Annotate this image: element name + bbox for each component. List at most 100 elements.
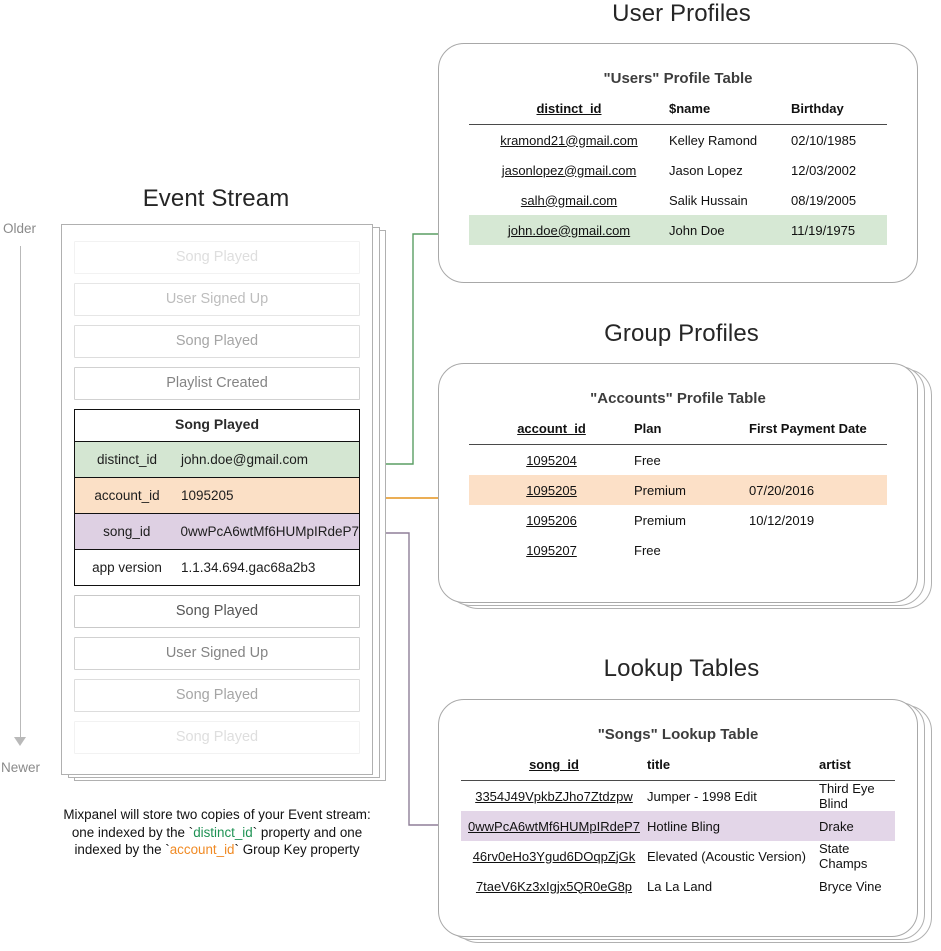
table-row-highlighted[interactable]: 1095205 Premium 07/20/2016 — [469, 475, 887, 505]
table-row[interactable]: 3354J49VpkbZJho7Ztdzpw Jumper - 1998 Edi… — [461, 781, 895, 811]
property-value: 0wwPcA6wtMf6HUMpIRdeP7 — [180, 524, 359, 539]
list-item[interactable]: Playlist Created — [74, 367, 360, 400]
group-profiles-section-title: Group Profiles — [604, 320, 759, 347]
cell-first-payment-date — [749, 445, 887, 476]
songs-lookup-table-card: "Songs" Lookup Table song_id title artis… — [438, 699, 918, 937]
column-header-name: $name — [669, 101, 791, 125]
cell-birthday: 08/19/2005 — [791, 192, 857, 208]
expanded-event-name: Song Played — [174, 416, 260, 432]
songs-lookup-table: song_id title artist 3354J49VpkbZJho7Ztd… — [461, 757, 895, 901]
cell-birthday: 11/19/1975 — [791, 215, 887, 245]
event-property-row-app-version: app version 1.1.34.694.gac68a2b3 — [75, 549, 359, 585]
table-row[interactable]: jasonlopez@gmail.com Jason Lopez 12/03/2… — [469, 155, 887, 185]
cell-account-id: 1095206 — [526, 512, 577, 528]
user-profiles-section-title: User Profiles — [612, 0, 751, 27]
songs-table-title: "Songs" Lookup Table — [597, 726, 759, 743]
property-value: 1.1.34.694.gac68a2b3 — [181, 560, 316, 575]
property-key: song_id — [103, 524, 151, 539]
caption-token-account-id: account_id — [169, 842, 235, 857]
property-key: distinct_id — [96, 452, 158, 467]
table-row-highlighted[interactable]: 0wwPcA6wtMf6HUMpIRdeP7 Hotline Bling Dra… — [461, 811, 895, 841]
table-row[interactable]: 46rv0eHo3Ygud6DOqpZjGk Elevated (Acousti… — [461, 841, 895, 871]
column-header-plan: Plan — [634, 421, 749, 445]
list-item[interactable]: User Signed Up — [74, 637, 360, 670]
cell-name: Salik Hussain — [669, 192, 748, 208]
list-item[interactable]: Song Played — [74, 679, 360, 712]
table-row[interactable]: 1095204 Free — [469, 445, 887, 476]
cell-plan: Free — [634, 542, 661, 558]
cell-distinct-id: salh@gmail.com — [520, 192, 618, 208]
cell-distinct-id: jasonlopez@gmail.com — [501, 162, 637, 178]
cell-birthday: 12/03/2002 — [791, 162, 857, 178]
cell-first-payment-date: 10/12/2019 — [749, 512, 815, 528]
column-header-artist: artist — [819, 757, 895, 781]
timeline-older-label: Older — [3, 221, 37, 236]
column-header-birthday: Birthday — [791, 101, 887, 125]
accounts-profile-table: account_id Plan First Payment Date 10952… — [469, 421, 887, 565]
diagram-caption: Mixpanel will store two copies of your E… — [22, 806, 412, 859]
cell-plan: Free — [634, 452, 661, 468]
cell-song-id: 3354J49VpkbZJho7Ztdzpw — [475, 788, 633, 804]
cell-distinct-id: john.doe@gmail.com — [469, 215, 669, 245]
table-header-row: account_id Plan First Payment Date — [469, 421, 887, 445]
event-stream-section-title: Event Stream — [142, 185, 290, 212]
cell-name: Jason Lopez — [669, 162, 743, 178]
users-table-title: "Users" Profile Table — [603, 70, 753, 87]
column-header-distinct-id: distinct_id — [469, 101, 669, 125]
timeline-axis — [20, 246, 21, 738]
caption-line-3-post: ` Group Key property — [234, 842, 360, 857]
table-row[interactable]: salh@gmail.com Salik Hussain 08/19/2005 — [469, 185, 887, 215]
cell-plan: Premium — [634, 475, 749, 505]
column-header-song-id: song_id — [461, 757, 647, 781]
cell-title: Hotline Bling — [647, 811, 819, 841]
cell-song-id: 46rv0eHo3Ygud6DOqpZjGk — [472, 848, 636, 864]
lookup-tables-section-title: Lookup Tables — [603, 655, 760, 682]
table-header-row: distinct_id $name Birthday — [469, 101, 887, 125]
table-row[interactable]: kramond21@gmail.com Kelley Ramond 02/10/… — [469, 125, 887, 156]
cell-first-payment-date: 07/20/2016 — [749, 475, 887, 505]
timeline-arrow-icon — [14, 737, 26, 746]
list-item[interactable]: Song Played — [74, 721, 360, 754]
timeline-newer-label: Newer — [1, 760, 41, 775]
caption-line-2-pre: one indexed by the ` — [71, 824, 194, 840]
table-row[interactable]: 1095206 Premium 10/12/2019 — [469, 505, 887, 535]
cell-plan: Premium — [634, 512, 687, 528]
caption-line-2-post: ` property and one — [252, 824, 363, 840]
cell-birthday: 02/10/1985 — [791, 132, 857, 148]
cell-song-id: 0wwPcA6wtMf6HUMpIRdeP7 — [461, 811, 647, 841]
users-profile-table-card: "Users" Profile Table distinct_id $name … — [438, 43, 918, 283]
cell-title: Elevated (Acoustic Version) — [647, 848, 806, 864]
property-value: john.doe@gmail.com — [181, 452, 309, 467]
table-row[interactable]: 7taeV6Kz3xIgjx5QR0eG8p La La Land Bryce … — [461, 871, 895, 901]
event-property-row-distinct-id: distinct_id john.doe@gmail.com — [75, 441, 359, 477]
cell-first-payment-date — [749, 535, 887, 565]
event-property-row-song-id: song_id 0wwPcA6wtMf6HUMpIRdeP7 — [75, 513, 359, 549]
cell-account-id: 1095207 — [526, 542, 577, 558]
list-item[interactable]: User Signed Up — [74, 283, 360, 316]
list-item[interactable]: Song Played — [74, 241, 360, 274]
cell-distinct-id: kramond21@gmail.com — [500, 132, 638, 148]
property-value: 1095205 — [181, 488, 234, 503]
event-property-row-account-id: account_id 1095205 — [75, 477, 359, 513]
expanded-event-card[interactable]: Song Played distinct_id john.doe@gmail.c… — [74, 409, 360, 586]
column-header-title: title — [647, 757, 819, 781]
column-header-account-id: account_id — [469, 421, 634, 445]
caption-token-distinct-id: distinct_id — [193, 824, 253, 840]
table-header-row: song_id title artist — [461, 757, 895, 781]
property-key: app version — [92, 560, 162, 575]
list-item[interactable]: Song Played — [74, 325, 360, 358]
accounts-profile-table-card: "Accounts" Profile Table account_id Plan… — [438, 363, 918, 603]
table-row[interactable]: 1095207 Free — [469, 535, 887, 565]
list-item[interactable]: Song Played — [74, 595, 360, 628]
caption-line-1: Mixpanel will store two copies of your E… — [63, 807, 371, 822]
caption-line-3-pre: indexed by the ` — [74, 842, 170, 857]
property-key: account_id — [94, 488, 160, 503]
cell-artist: Third Eye Blind — [819, 781, 875, 811]
cell-title: Jumper - 1998 Edit — [647, 788, 757, 804]
event-stream-list: Song Played User Signed Up Song Played P… — [61, 224, 373, 775]
users-profile-table: distinct_id $name Birthday kramond21@gma… — [469, 101, 887, 245]
cell-name: John Doe — [669, 215, 791, 245]
column-header-first-payment-date: First Payment Date — [749, 421, 887, 445]
table-row-highlighted[interactable]: john.doe@gmail.com John Doe 11/19/1975 — [469, 215, 887, 245]
cell-name: Kelley Ramond — [669, 132, 758, 148]
